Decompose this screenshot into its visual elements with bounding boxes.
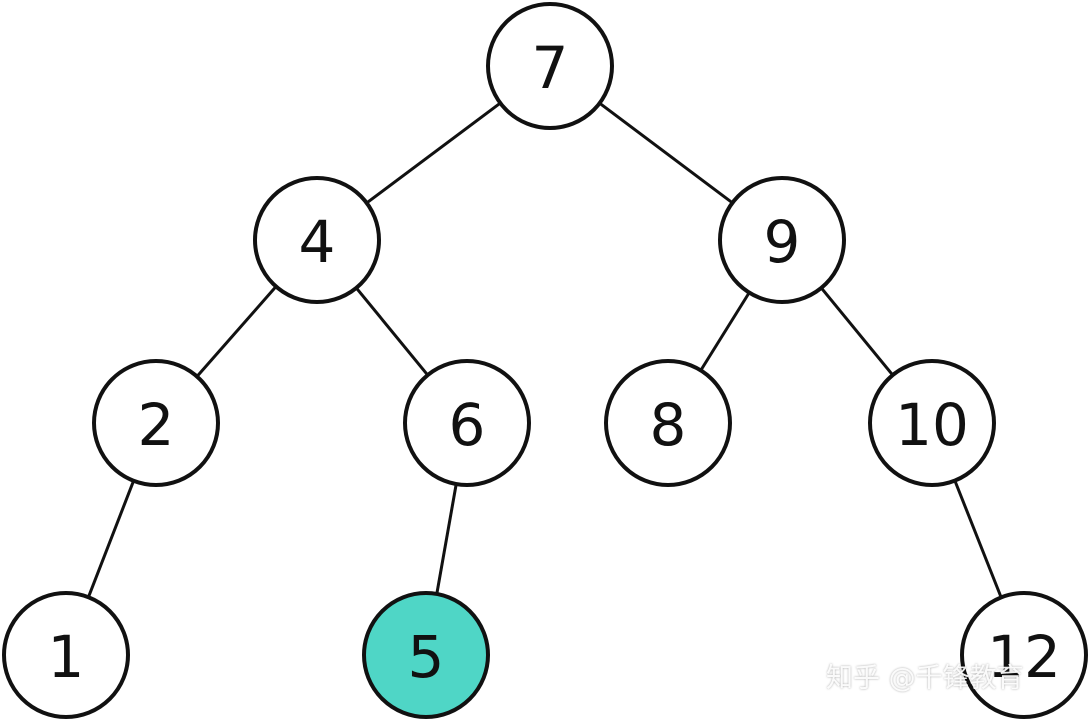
tree-node-10: 10: [868, 359, 996, 487]
watermark: 知乎 @千锋教育: [826, 663, 1024, 694]
node-circle: [868, 359, 996, 487]
node-label: 1: [48, 623, 85, 691]
node-circle: [2, 591, 130, 719]
edge-n10-n12: [953, 480, 1003, 598]
tree-node-12: 12: [960, 591, 1088, 719]
node-circle: [253, 176, 381, 304]
node-label: 2: [138, 391, 175, 459]
edge-n2-n1: [87, 480, 135, 598]
tree-node-8: 8: [604, 359, 732, 487]
node-label: 12: [987, 623, 1061, 691]
edge-n4-n6: [355, 286, 429, 377]
node-label: 4: [299, 208, 336, 276]
node-circle: [718, 176, 846, 304]
node-label: 7: [532, 34, 569, 102]
tree-edges: [87, 101, 1003, 598]
node-label: 9: [764, 208, 801, 276]
node-label: 8: [650, 391, 687, 459]
edge-n9-n8: [699, 291, 751, 372]
node-circle: [403, 359, 531, 487]
tree-node-5: 5: [362, 591, 490, 719]
node-circle: [604, 359, 732, 487]
tree-node-4: 4: [253, 176, 381, 304]
edge-n7-n4: [365, 101, 502, 205]
node-circle: [362, 591, 490, 719]
edge-n6-n5: [435, 483, 458, 595]
edge-n4-n2: [195, 285, 278, 378]
node-label: 5: [408, 623, 445, 691]
node-circle: [92, 359, 220, 487]
tree-node-6: 6: [403, 359, 531, 487]
node-label: 6: [449, 391, 486, 459]
edge-n7-n9: [598, 101, 734, 205]
tree-node-7: 7: [486, 2, 614, 130]
edge-n9-n10: [820, 286, 894, 377]
tree-node-1: 1: [2, 591, 130, 719]
tree-node-2: 2: [92, 359, 220, 487]
tree-node-9: 9: [718, 176, 846, 304]
node-circle: [960, 591, 1088, 719]
node-circle: [486, 2, 614, 130]
node-label: 10: [895, 391, 969, 459]
